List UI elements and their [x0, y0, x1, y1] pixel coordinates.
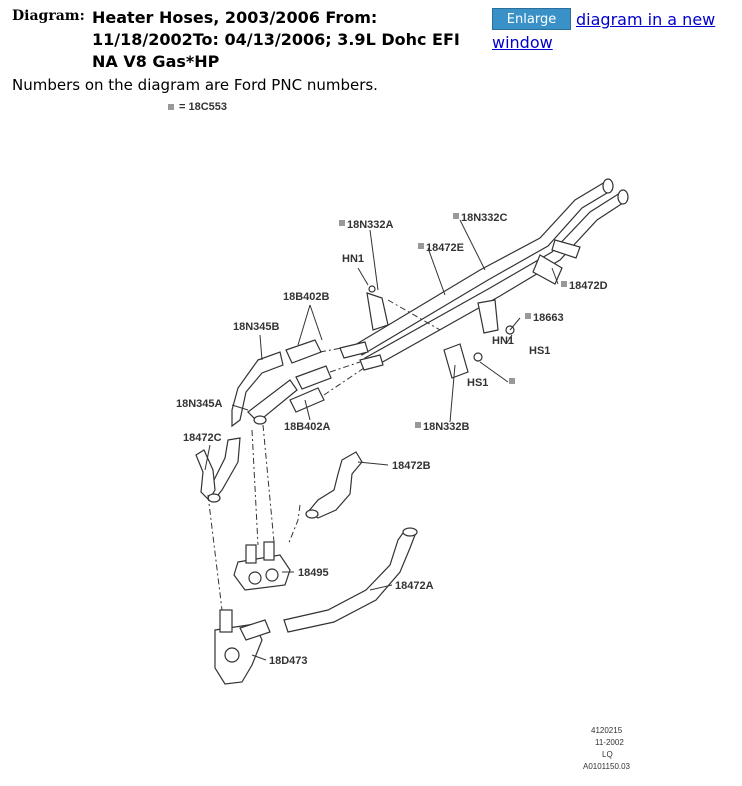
legend: = 18C553	[168, 101, 227, 113]
pump-18d473	[214, 609, 271, 685]
label-18472e: 18472E	[426, 242, 464, 254]
label-18n332a: 18N332A	[347, 219, 394, 231]
label-18495: 18495	[298, 567, 329, 579]
label-hn1-mid: HN1	[492, 335, 514, 347]
label-18472d: 18472D	[569, 280, 608, 292]
label-18472b: 18472B	[392, 460, 431, 472]
label-18n345a: 18N345A	[176, 398, 223, 410]
connector-tubes	[285, 339, 384, 413]
footer-code-2: 11-2002	[595, 738, 624, 747]
left-hoses	[195, 351, 298, 503]
diagram-title: Heater Hoses, 2003/2006 From: 11/18/2002…	[92, 8, 460, 71]
label-18472c: 18472C	[183, 432, 222, 444]
footer-code-3: LQ	[602, 750, 613, 759]
ford-pnc-note: Numbers on the diagram are Ford PNC numb…	[12, 76, 378, 94]
label-18n345b: 18N345B	[233, 321, 280, 333]
hose-18472b-end	[305, 509, 319, 519]
label-18663: 18663	[533, 312, 564, 324]
label-hs1-a: HS1	[529, 345, 550, 357]
centerlines	[207, 299, 441, 611]
label-18n332b: 18N332B	[423, 421, 470, 433]
new-window-link[interactable]: diagram in a new window	[492, 10, 716, 52]
label-18n332c: 18N332C	[461, 212, 508, 224]
upper-hose-assembly	[354, 178, 629, 369]
hose-18472b	[307, 451, 363, 519]
footer-code-4: A0101150.03	[583, 762, 631, 771]
label-hs1-b: HS1	[467, 377, 488, 389]
footer-code-1: 4120215	[591, 726, 623, 735]
label-18472a: 18472A	[395, 580, 434, 592]
diagram-label: Diagram:	[12, 8, 85, 24]
label-hn1-top: HN1	[342, 253, 364, 265]
label-18b402a: 18B402A	[284, 421, 331, 433]
legend-text: = 18C553	[179, 101, 228, 113]
label-squares	[339, 213, 567, 428]
hose-18472a-end	[402, 527, 418, 537]
leader-lines	[204, 219, 559, 661]
label-18b402b: 18B402B	[283, 291, 330, 303]
enlarge-button[interactable]: Enlarge	[492, 8, 571, 30]
clips	[366, 285, 515, 379]
legend-square-icon	[168, 104, 174, 111]
valve-18495	[233, 541, 291, 591]
label-18d473: 18D473	[269, 655, 308, 667]
